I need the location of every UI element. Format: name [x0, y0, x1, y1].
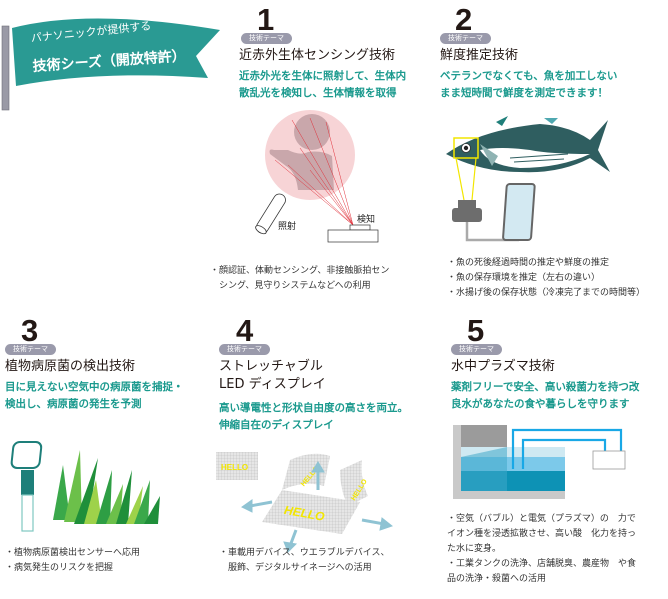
theme-number: 4 [236, 313, 254, 348]
underwater-plasma-illustration [453, 425, 626, 499]
theme-badge: 技術テーマ [241, 33, 292, 44]
theme-title: 鮮度推定技術 [440, 48, 519, 63]
nir-sensing-illustration [255, 110, 379, 243]
theme-title: 近赤外生体センシング技術 [239, 48, 396, 63]
theme-badge: 技術テーマ [440, 33, 491, 44]
flag-pole [1, 18, 220, 111]
emit-label: 照射 [278, 222, 297, 232]
theme-title: ストレッチャブル LED ディスプレイ [219, 359, 326, 392]
theme-number: 5 [467, 313, 485, 348]
theme-bullets: ・植物病原菌検出センサーへ応用 ・病気発生のリスクを把握 [5, 548, 141, 573]
theme-desc: 薬剤フリーで安全、高い殺菌力を持つ改 良水があなたの食や暮らしを守ります [451, 381, 640, 410]
stretchable-led-illustration: HELLO HELLO HELLO HELLO [216, 452, 394, 553]
theme-desc: 近赤外光を生体に照射して、生体内 散乱光を検知し、生体情報を取得 [239, 70, 407, 99]
emitter-icon [255, 193, 286, 235]
plant-sensor-illustration [10, 441, 160, 532]
theme-badge: 技術テーマ [219, 344, 270, 355]
detect-label: 検知 [357, 215, 376, 225]
theme-title: 水中プラズマ技術 [451, 359, 555, 374]
theme-bullets: ・魚の死後経過時間の推定や鮮度の推定 ・魚の保存環境を推定（左右の違い） ・水揚… [447, 258, 646, 298]
plasma-device-icon [592, 450, 626, 470]
theme-number: 1 [257, 2, 275, 37]
theme-number: 2 [455, 2, 473, 37]
theme-title: 植物病原菌の検出技術 [5, 359, 136, 374]
theme-desc: ベテランでなくても、魚を加工しない まま短時間で鮮度を測定できます！ [440, 70, 618, 99]
svg-text:HELLO: HELLO [221, 463, 248, 472]
stretch-arrows-icon [241, 461, 394, 553]
theme-desc: 目に見えない空気中の病原菌を捕捉・ 検出し、病原菌の発生を予測 [5, 381, 184, 410]
theme-badge: 技術テーマ [5, 344, 56, 355]
theme-desc: 高い導電性と形状自由度の高さを両立。 伸縮自在のディスプレイ [219, 402, 408, 431]
theme-bullets: ・車載用デバイス、ウエラブルデバイス、 服飾、デジタルサイネージへの活用 [219, 548, 390, 573]
theme-bullets: ・顔認証、体動センシング、非接触脈拍セン シング、見守りシステムなどへの利用 [210, 266, 390, 291]
theme-bullets: ・空気（バブル）と電気（プラズマ）の 力で イオン種を浸透拡散させ、高い酸 化力… [447, 514, 637, 584]
theme-number: 3 [21, 313, 39, 348]
fish-freshness-illustration [446, 116, 610, 242]
theme-badge: 技術テーマ [451, 344, 502, 355]
grass-icon [53, 450, 160, 524]
